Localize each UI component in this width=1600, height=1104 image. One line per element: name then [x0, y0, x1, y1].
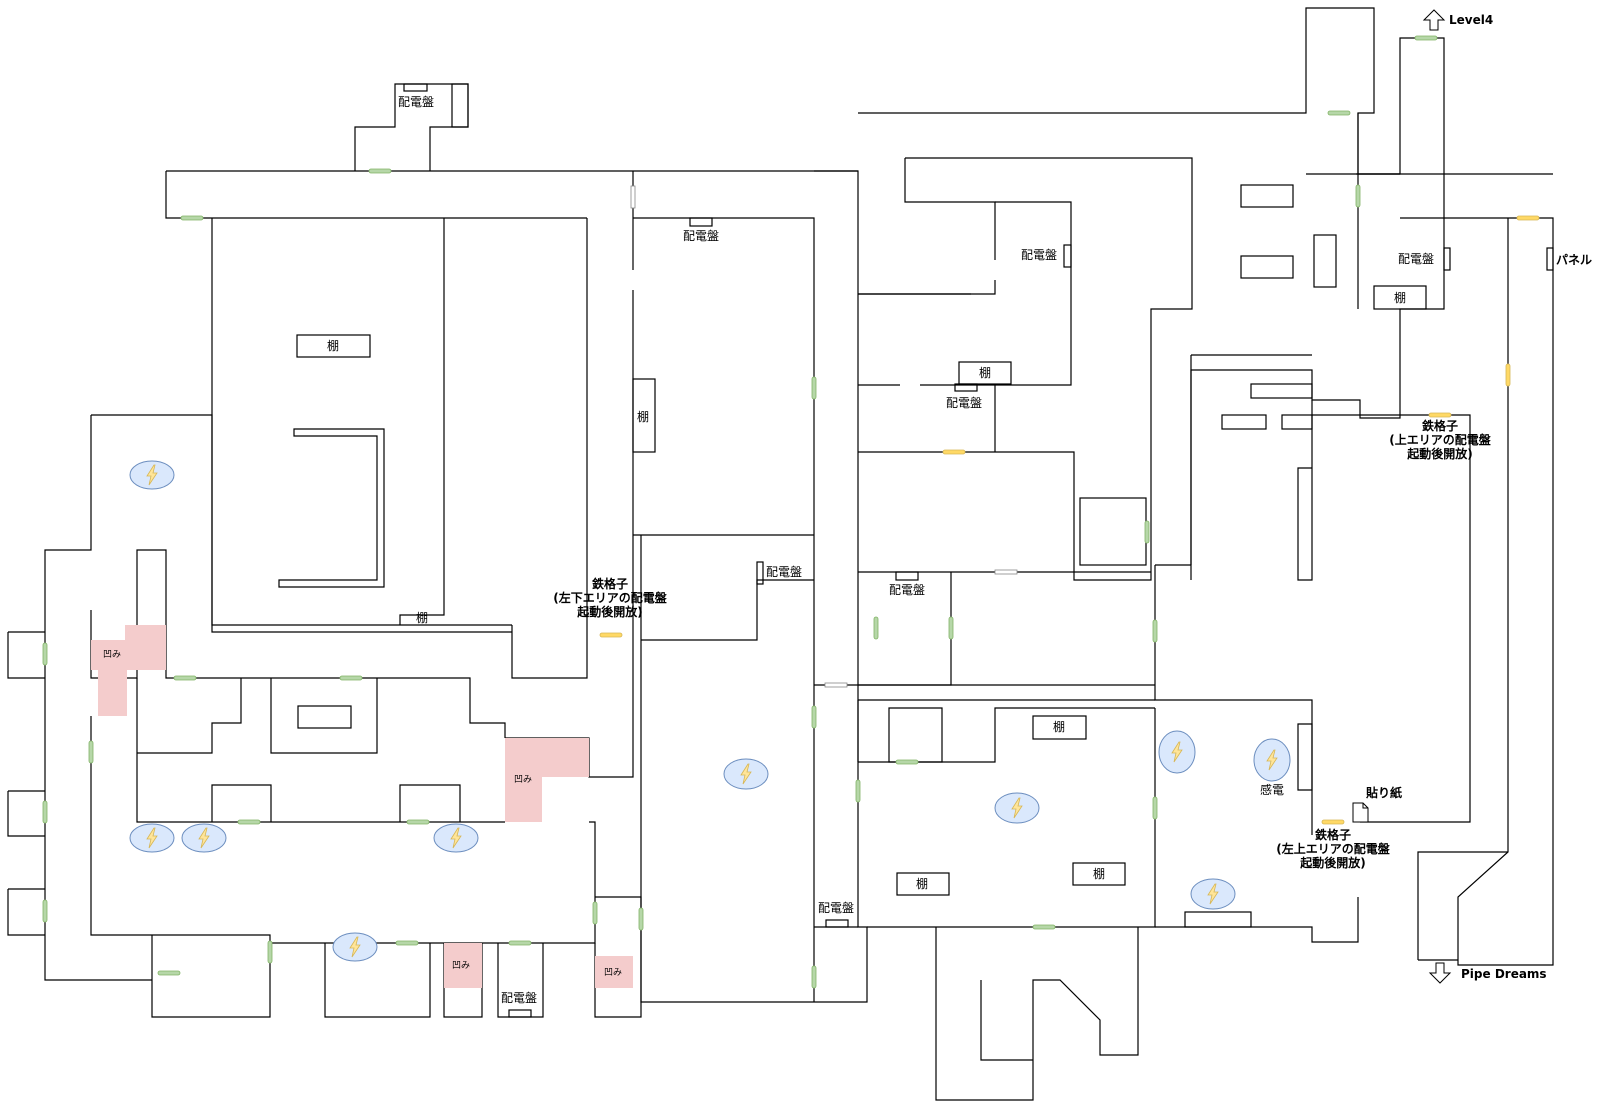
doors-plain: [630, 185, 1018, 688]
grate-note: 起動後開放): [1406, 446, 1473, 461]
poster-label: 貼り紙: [1366, 785, 1402, 800]
grate-note: 起動後開放): [576, 604, 643, 619]
dent-label: 凹み: [514, 774, 532, 785]
lightning-bolt-icon: [433, 823, 479, 853]
dent-label: 凹み: [452, 960, 470, 971]
shelf-label: 棚: [1093, 866, 1105, 881]
grate-label: 鉄格子: [1315, 827, 1351, 842]
note-page-icon: [1352, 802, 1369, 823]
grate-note: (左下エリアの配電盤: [553, 590, 667, 605]
lightning-bolt-icon: [1253, 738, 1291, 782]
shelf-label: 棚: [979, 365, 991, 380]
lightning-bolt-icon: [129, 460, 175, 490]
lightning-bolt-icon: [994, 792, 1040, 824]
grate-label: 鉄格子: [592, 576, 628, 591]
dent-area: [444, 943, 482, 988]
dent-area: [505, 738, 589, 822]
shelf-label: 棚: [637, 409, 649, 424]
shelf-label: 棚: [327, 338, 339, 353]
labels: 配電盤 配電盤 配電盤 配電盤 配電盤 配電盤 配電盤 配電盤 配電盤 棚 棚 …: [327, 9, 1592, 1005]
doors-grate: [599, 215, 1540, 825]
panel-kana-label: パネル: [1556, 253, 1592, 267]
arrow-down-icon: [1428, 962, 1452, 984]
dent-label: 凹み: [103, 649, 121, 660]
panel-label: 配電盤: [766, 565, 802, 579]
dent-area: [91, 625, 166, 716]
shelf-label: 棚: [1394, 290, 1406, 305]
panel-label: 配電盤: [398, 95, 434, 109]
lightning-bolt-icon: [332, 932, 378, 962]
electric-shock-label: 感電: [1260, 782, 1284, 797]
panel-label: 配電盤: [1021, 248, 1057, 262]
shelf-label: 棚: [916, 876, 928, 891]
doors-normal: [42, 35, 1438, 989]
grate-label: 鉄格子: [1422, 418, 1458, 433]
exit-label-level4: Level4: [1449, 13, 1493, 27]
panel-label: 配電盤: [1398, 252, 1434, 266]
lightning-bolt-icon: [181, 823, 227, 853]
dent-label: 凹み: [604, 967, 622, 978]
dent-areas: 凹み 凹み 凹み 凹み: [91, 625, 633, 988]
panel-label: 配電盤: [818, 901, 854, 915]
dent-area: [595, 956, 633, 988]
lightning-bolt-icon: [1158, 730, 1196, 774]
shelf-label: 棚: [416, 610, 428, 625]
arrow-up-icon: [1422, 9, 1446, 31]
hazards: [129, 460, 1291, 962]
shelf-label: 棚: [1053, 719, 1065, 734]
walls: [7, 7, 1554, 1101]
lightning-bolt-icon: [723, 758, 769, 790]
lightning-bolt-icon: [129, 823, 175, 853]
grate-note: (上エリアの配電盤: [1389, 432, 1491, 447]
grate-note: (左上エリアの配電盤: [1276, 841, 1390, 856]
panel-label: 配電盤: [889, 583, 925, 597]
panel-label: 配電盤: [501, 991, 537, 1005]
grate-note: 起動後開放): [1299, 855, 1366, 870]
lightning-bolt-icon: [1190, 878, 1236, 910]
exit-label-pipe-dreams: Pipe Dreams: [1461, 967, 1547, 981]
panel-label: 配電盤: [683, 229, 719, 243]
panel-label: 配電盤: [946, 396, 982, 410]
